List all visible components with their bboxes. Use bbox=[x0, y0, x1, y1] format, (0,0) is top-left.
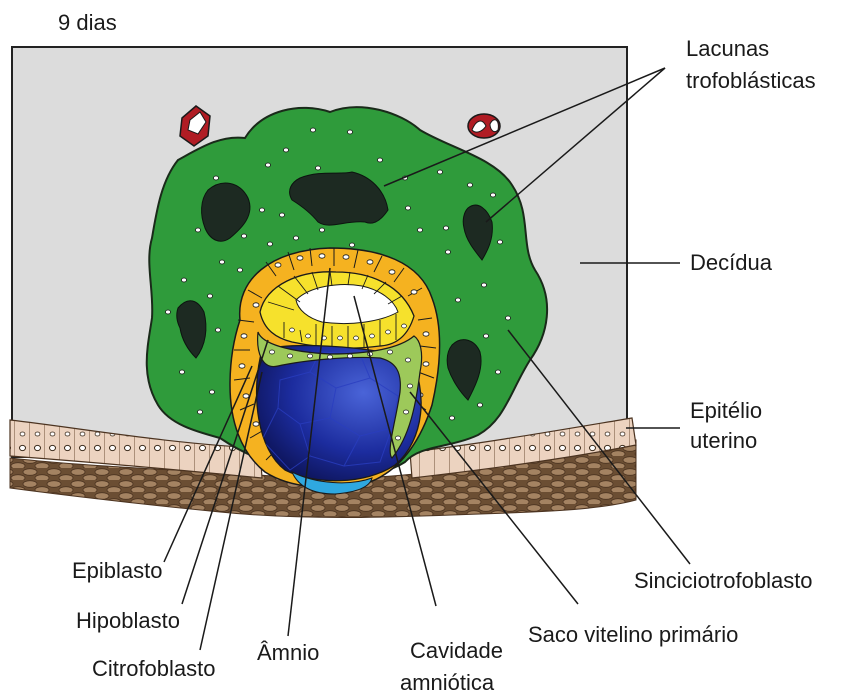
label-epitelio-2: uterino bbox=[690, 428, 757, 453]
label-saco-vitelino: Saco vitelino primário bbox=[528, 622, 738, 647]
label-sinciciotrofoblasto: Sinciciotrofoblasto bbox=[634, 568, 813, 593]
title-label: 9 dias bbox=[58, 10, 117, 35]
label-citrofoblasto: Citrofoblasto bbox=[92, 656, 216, 681]
label-cavidade-2: amniótica bbox=[400, 670, 495, 695]
label-hipoblasto: Hipoblasto bbox=[76, 608, 180, 633]
label-decidua: Decídua bbox=[690, 250, 773, 275]
maternal-vessel-right bbox=[468, 114, 500, 138]
label-epiblasto: Epiblasto bbox=[72, 558, 163, 583]
label-amnio: Âmnio bbox=[257, 640, 319, 665]
label-cavidade-1: Cavidade bbox=[410, 638, 503, 663]
label-epitelio-1: Epitélio bbox=[690, 398, 762, 423]
label-lacunas-1: Lacunas bbox=[686, 36, 769, 61]
label-lacunas-2: trofoblásticas bbox=[686, 68, 816, 93]
